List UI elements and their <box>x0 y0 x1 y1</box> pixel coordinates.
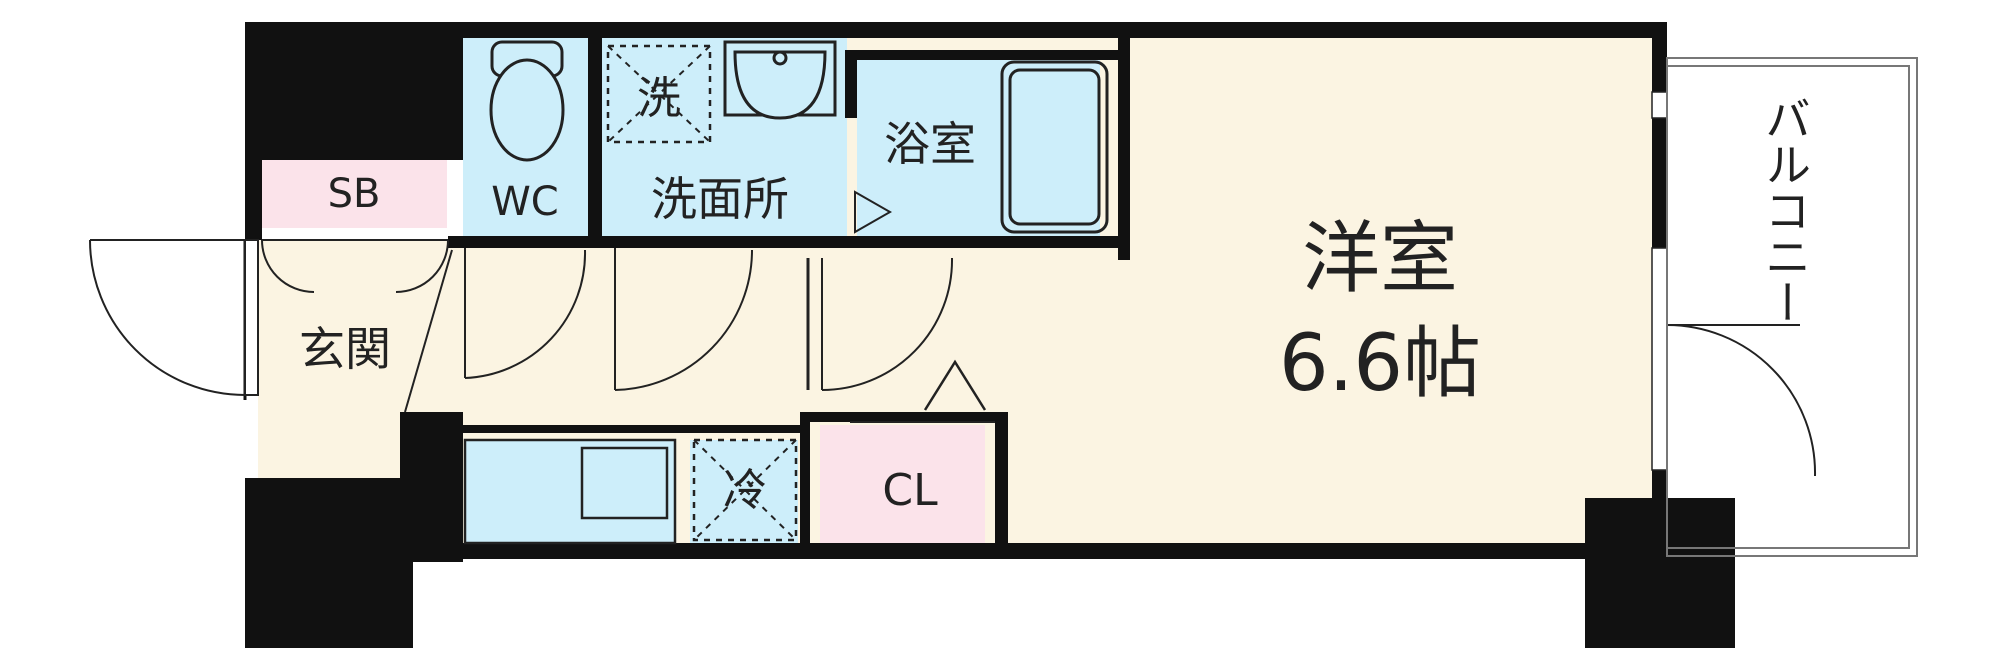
hallway-floor <box>448 245 808 425</box>
column-top-left <box>245 22 463 160</box>
wall-bath-bottom <box>995 236 1130 248</box>
label-western-room-size: 6.6帖 <box>1279 319 1481 409</box>
balcony-door <box>1666 324 1817 477</box>
wall-right-mid <box>1652 118 1667 248</box>
label-sb: SB <box>328 171 381 217</box>
doors <box>89 239 1817 477</box>
walls <box>245 22 1735 648</box>
bathtub-icon <box>1000 60 1109 234</box>
sb-door-left <box>261 239 315 293</box>
label-western-room: 洋室 <box>1302 214 1458 304</box>
wash-basin-icon <box>723 40 837 120</box>
wall-top <box>245 22 1667 38</box>
toilet-icon <box>489 40 565 162</box>
wc-door <box>464 248 587 379</box>
window-right-upper <box>1651 91 1668 119</box>
wall-closet-top <box>808 412 1008 422</box>
shoe-box <box>262 158 447 228</box>
front-door <box>89 239 259 400</box>
label-balcony: バルコニー <box>1758 95 1812 325</box>
label-bath: 浴室 <box>884 117 976 171</box>
kitchen-counter-outline <box>463 438 677 545</box>
washer-space <box>606 44 712 144</box>
windows <box>1651 91 1668 471</box>
entrance-step <box>404 249 453 413</box>
wall-wet-bottom <box>448 236 1128 248</box>
labels: SB WC 洗 洗面所 浴室 玄関 冷 CL 洋室 6.6帖 バルコニー <box>299 73 1812 516</box>
label-fridge: 冷 <box>723 465 767 516</box>
column-bottom-right <box>1585 498 1735 648</box>
label-washer: 洗 <box>637 73 681 124</box>
label-washroom: 洗面所 <box>651 172 789 226</box>
wall-kitchen-right <box>800 412 810 552</box>
balcony <box>1666 57 1918 557</box>
room-door <box>806 257 954 391</box>
closet <box>820 425 985 543</box>
balcony-inner <box>1666 65 1910 549</box>
bath-door-marker <box>854 190 893 234</box>
window-right-sash <box>1651 247 1668 471</box>
fixtures <box>463 40 1109 545</box>
bath-room <box>857 60 1100 238</box>
kitchen-sink-icon <box>580 446 669 520</box>
sb-door-right <box>395 239 449 293</box>
wall-bath-top <box>845 50 1128 60</box>
washroom-door <box>614 248 753 391</box>
column-kitchen <box>400 412 463 562</box>
wall-right <box>1652 22 1667 92</box>
closet-door-marker <box>923 359 987 411</box>
wall-closet-right <box>995 412 1008 552</box>
column-bottom-left <box>245 478 413 648</box>
room-fills <box>258 38 1663 543</box>
wall-sb-top <box>262 150 452 158</box>
wall-kitchen-top <box>450 425 810 433</box>
wall-wc-right <box>588 38 602 248</box>
wall-left-top <box>245 22 262 240</box>
label-wc: WC <box>491 179 558 225</box>
wall-bottom <box>400 543 1660 559</box>
kitchen-counter <box>465 440 675 543</box>
label-entrance: 玄関 <box>299 322 391 376</box>
fridge-space-marks <box>692 438 798 542</box>
label-closet: CL <box>882 465 938 516</box>
wall-bath-left <box>845 56 857 118</box>
wall-bath-right <box>1118 38 1130 260</box>
